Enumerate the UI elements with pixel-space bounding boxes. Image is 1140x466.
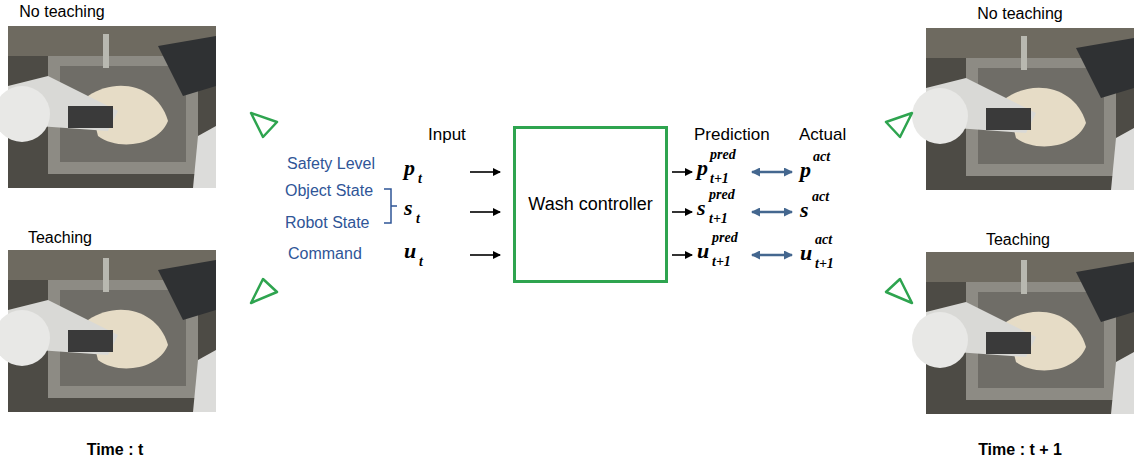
- math-symbol: s: [697, 197, 706, 219]
- time-label: Time : t: [87, 442, 144, 458]
- math-superscript: pred: [709, 188, 735, 202]
- math-superscript: pred: [712, 231, 738, 245]
- column-header: Actual: [799, 126, 846, 143]
- math-symbol: p: [404, 157, 415, 179]
- math-subscript: t+1: [815, 257, 834, 271]
- math-superscript: act: [812, 190, 829, 204]
- math-symbol: u: [404, 240, 416, 262]
- photo-caption: Teaching: [28, 230, 92, 246]
- input-name: Object State: [285, 183, 373, 199]
- photo-teaching-t: [0, 250, 216, 412]
- photo-caption: Teaching: [986, 232, 1050, 248]
- math-subscript: t+1: [709, 212, 728, 226]
- photo-caption: No teaching: [19, 4, 104, 20]
- math-subscript: t: [416, 212, 420, 226]
- math-symbol: s: [800, 199, 809, 221]
- view-triangles: [251, 113, 912, 303]
- math-symbol: p: [800, 159, 811, 181]
- math-superscript: pred: [710, 148, 736, 162]
- controller-box: Wash controller: [513, 126, 668, 283]
- time-label: Time : t + 1: [978, 442, 1062, 458]
- math-superscript: act: [813, 150, 830, 164]
- state-bracket: [384, 189, 397, 223]
- compare-arrows: [752, 172, 792, 255]
- math-subscript: t+1: [710, 172, 729, 186]
- column-header: Prediction: [694, 126, 770, 143]
- input-name: Robot State: [285, 215, 370, 231]
- math-subscript: t: [418, 172, 422, 186]
- photo-caption: No teaching: [977, 6, 1062, 22]
- column-header: Input: [428, 126, 466, 143]
- node-text: Wash controller: [528, 194, 652, 216]
- photo-no-teaching-t: [0, 26, 216, 188]
- photo-no-teaching-t1: [912, 28, 1134, 190]
- math-symbol: p: [697, 157, 708, 179]
- math-symbol: u: [697, 240, 709, 262]
- math-superscript: act: [815, 233, 832, 247]
- input-name: Command: [288, 246, 362, 262]
- input-name: Safety Level: [287, 156, 375, 172]
- math-subscript: t: [419, 255, 423, 269]
- math-symbol: s: [404, 197, 413, 219]
- photo-teaching-t1: [912, 252, 1134, 414]
- math-symbol: u: [800, 242, 812, 264]
- math-subscript: t+1: [712, 255, 731, 269]
